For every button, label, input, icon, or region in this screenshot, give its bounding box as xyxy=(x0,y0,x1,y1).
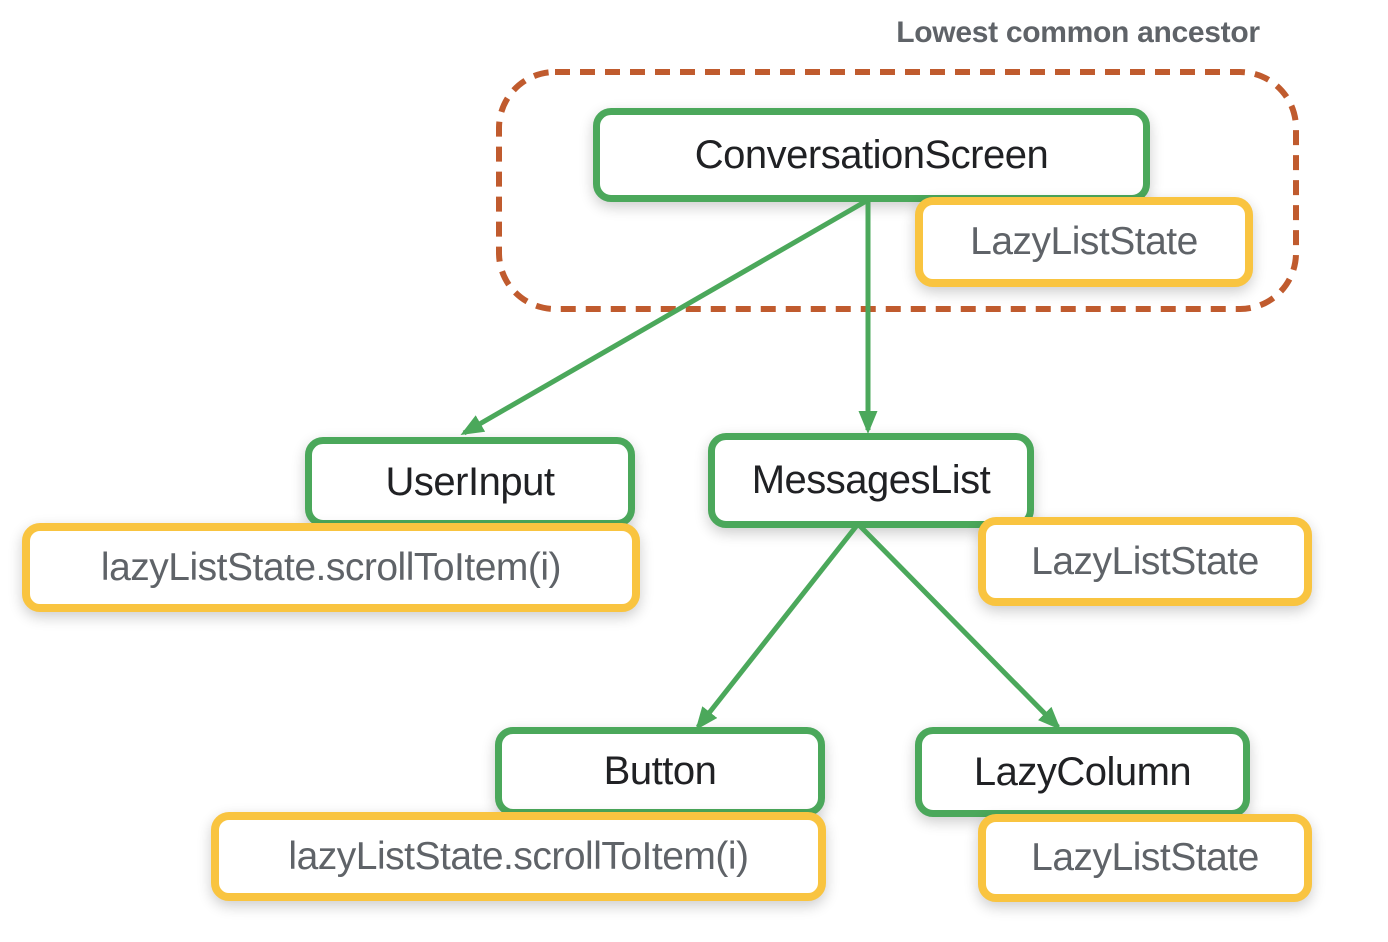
state-box-messages-lazyliststate: LazyListState xyxy=(978,517,1312,606)
state-box-hoisted-label: LazyListState xyxy=(970,220,1198,263)
node-user-input: UserInput xyxy=(305,437,635,527)
state-box-button-action-label: lazyListState.scrollToItem(i) xyxy=(288,834,749,878)
node-button: Button xyxy=(495,727,825,816)
lowest-common-ancestor-label: Lowest common ancestor xyxy=(896,16,1260,49)
node-conversation-screen-label: ConversationScreen xyxy=(694,132,1049,177)
state-box-lazycolumn-lazyliststate: LazyListState xyxy=(978,814,1312,902)
edge-messageslist-to-button xyxy=(695,522,860,731)
node-user-input-label: UserInput xyxy=(385,459,555,504)
edge-conversation-to-userinput xyxy=(460,197,870,436)
node-conversation-screen: ConversationScreen xyxy=(593,108,1150,202)
node-messages-list: MessagesList xyxy=(708,433,1034,528)
state-box-messages-label: LazyListState xyxy=(1031,539,1259,583)
state-box-button-action: lazyListState.scrollToItem(i) xyxy=(211,812,826,901)
node-button-label: Button xyxy=(603,749,717,793)
node-messages-list-label: MessagesList xyxy=(751,458,991,502)
state-box-user-input-action-label: lazyListState.scrollToItem(i) xyxy=(100,545,562,589)
state-box-user-input-action: lazyListState.scrollToItem(i) xyxy=(22,523,640,612)
node-lazy-column-label: LazyColumn xyxy=(973,749,1192,794)
state-box-hoisted-lazyliststate: LazyListState xyxy=(915,197,1253,287)
node-lazy-column: LazyColumn xyxy=(915,727,1250,817)
state-box-lazycolumn-label: LazyListState xyxy=(1031,836,1259,879)
